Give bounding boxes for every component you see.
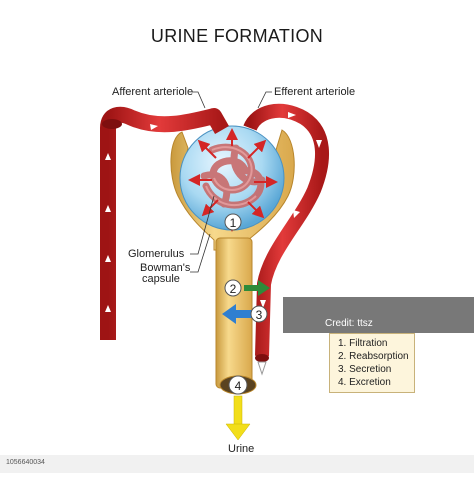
legend-item-excretion: 4. Excretion: [338, 377, 391, 388]
afferent-cut-top: [102, 119, 122, 129]
marker-1: 1: [224, 213, 242, 231]
marker-3: 3: [250, 305, 268, 323]
process-legend: 1. Filtration 2. Reabsorption 3. Secreti…: [329, 333, 415, 393]
legend-item-reabsorption: 2. Reabsorption: [338, 351, 409, 362]
image-id: 1056640034: [6, 459, 45, 466]
marker-2-label: 2: [230, 282, 237, 296]
marker-4-label: 4: [235, 379, 242, 393]
excretion-arrow-shaft: [233, 395, 243, 427]
marker-2: 2: [224, 279, 242, 297]
glomerulus-label: Glomerulus: [128, 248, 185, 260]
reabsorption-arrow-shaft: [244, 285, 260, 291]
marker-3-label: 3: [256, 308, 263, 322]
secretion-arrow-shaft: [234, 310, 254, 318]
legend-item-secretion: 3. Secretion: [338, 364, 392, 375]
efferent-outflow-arrow: [257, 361, 267, 376]
watermark-banner: [283, 297, 474, 333]
secretion-arrow-head: [222, 304, 236, 324]
marker-1-label: 1: [230, 216, 237, 230]
bowmans-capsule-label-line1: Bowman's: [140, 262, 191, 274]
legend-item-filtration: 1. Filtration: [338, 338, 388, 349]
urine-label: Urine: [228, 443, 255, 455]
bowmans-capsule-label-line2: capsule: [142, 273, 180, 285]
efferent-arteriole: [243, 103, 329, 357]
excretion-arrow-head: [225, 423, 251, 441]
diagram-title: URINE FORMATION: [150, 26, 324, 46]
footer-bar: 1056640034: [0, 455, 474, 473]
efferent-arteriole-label: Efferent arteriole: [274, 86, 356, 98]
blood-flow-arrows: [105, 112, 322, 312]
reabsorption-arrow-head: [258, 280, 270, 296]
marker-4: 4: [228, 375, 248, 395]
afferent-arteriole-label: Afferent arteriole: [112, 86, 194, 98]
watermark-credit: Credit: ttsz: [325, 318, 373, 329]
efferent-cut-end: [255, 354, 269, 362]
leader-lines: [190, 91, 272, 273]
